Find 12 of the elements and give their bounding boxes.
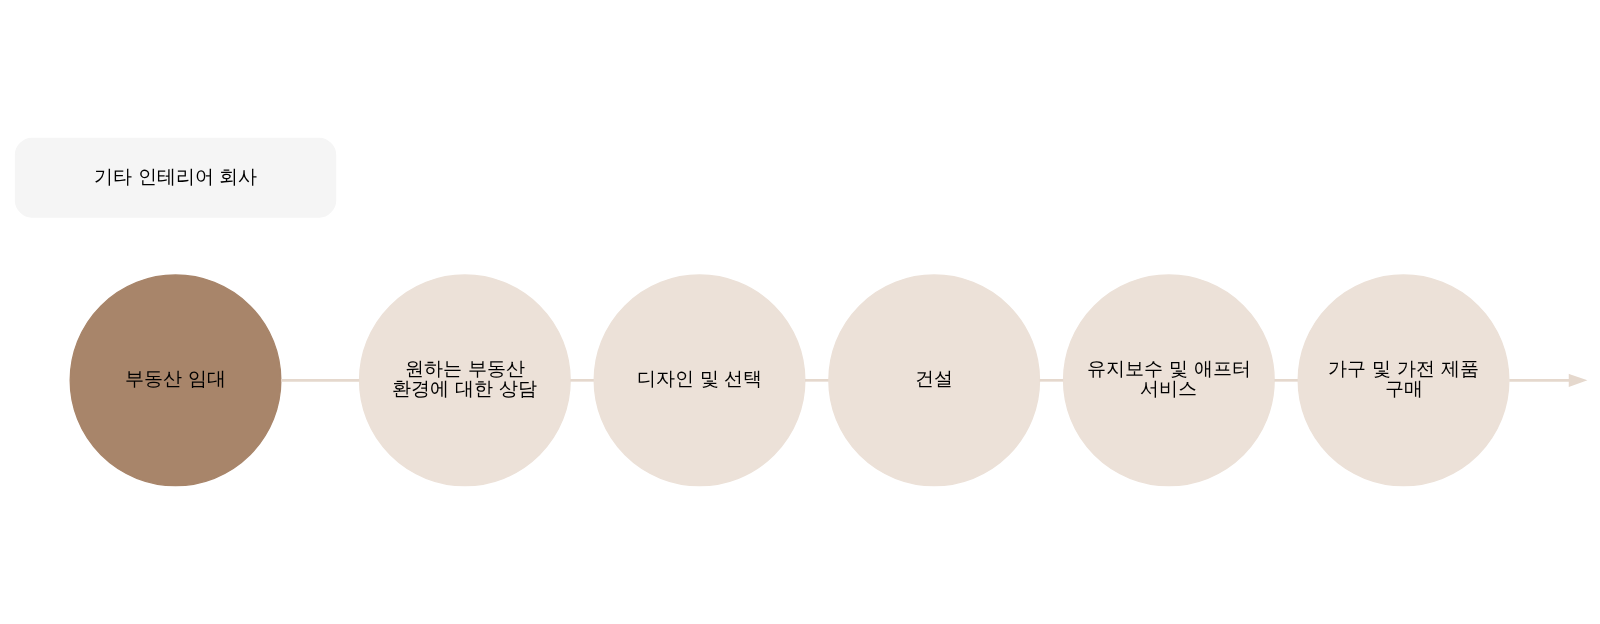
node-circle: 원하는 부동산 환경에 대한 상담 <box>358 274 571 487</box>
node-circle: 부동산 임대 <box>69 274 282 487</box>
connector <box>1274 379 1298 382</box>
node-circle: 디자인 및 선택 <box>593 274 806 487</box>
arrow <box>1509 373 1588 387</box>
node-circle: 건설 <box>828 274 1041 487</box>
node-circle: 가구 및 가전 제품 구매 <box>1297 274 1510 487</box>
connector <box>281 379 360 382</box>
connector <box>1039 379 1064 382</box>
node-circle: 유지보수 및 애프터 서비스 <box>1062 274 1275 487</box>
connector <box>804 379 829 382</box>
connector <box>570 379 594 382</box>
